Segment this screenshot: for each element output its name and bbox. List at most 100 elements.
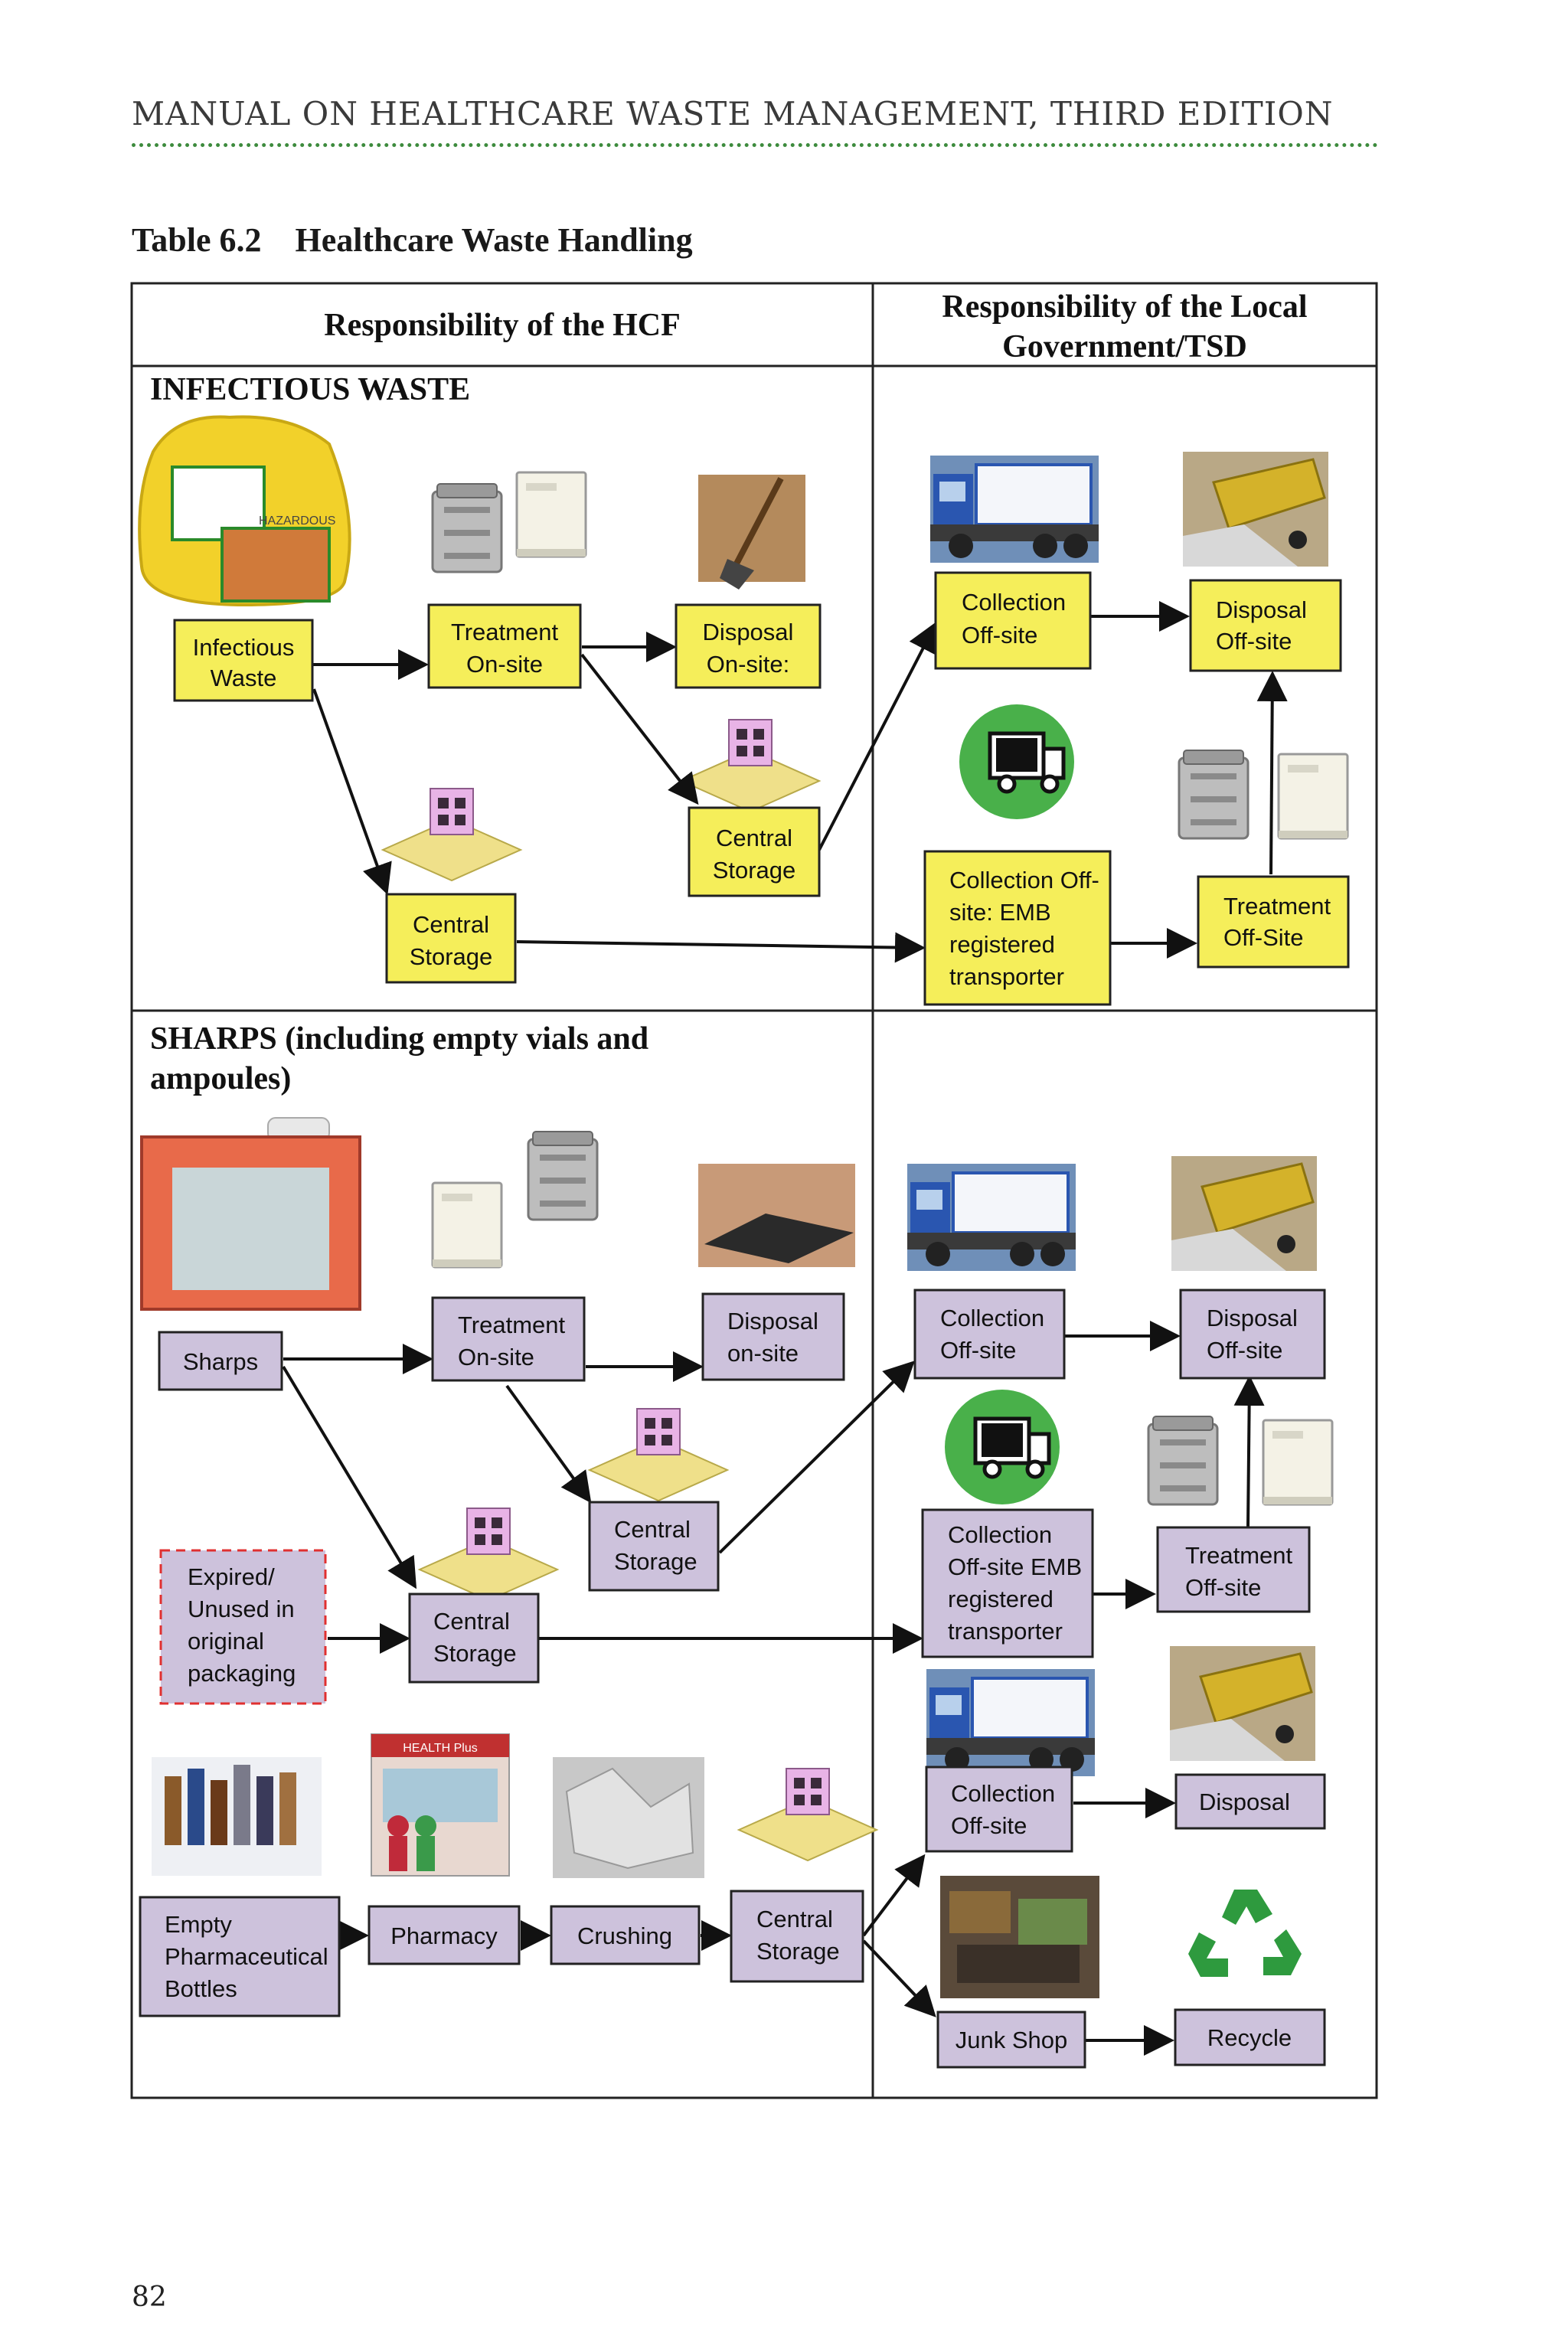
svg-text:Storage: Storage xyxy=(614,1548,697,1575)
box-collection-offsite: Collection Off-site xyxy=(913,1289,1066,1380)
dump-truck-image xyxy=(1181,450,1330,568)
box-collection-offsite: Collection Off-site xyxy=(925,1766,1073,1853)
svg-text:site: EMB: site: EMB xyxy=(949,899,1051,926)
svg-text:Collection Off-: Collection Off- xyxy=(949,867,1099,893)
col-header-hcf: Responsibility of the HCF xyxy=(324,308,681,343)
box-central-storage: Central Storage xyxy=(730,1890,864,1983)
svg-text:Central: Central xyxy=(614,1516,691,1543)
table-title: Table 6.2 Healthcare Waste Handling xyxy=(132,221,693,259)
svg-text:Treatment: Treatment xyxy=(458,1312,566,1338)
svg-text:Storage: Storage xyxy=(756,1938,840,1965)
autoclave-image xyxy=(1147,1415,1219,1506)
box-central-storage: Central Storage xyxy=(385,893,517,984)
box-recycle: Recycle xyxy=(1174,2008,1326,2066)
svg-text:On-site: On-site xyxy=(466,651,543,678)
microwave-image xyxy=(1277,753,1349,840)
microwave-image xyxy=(431,1181,503,1269)
svg-text:On-site:: On-site: xyxy=(707,651,790,678)
microwave-image xyxy=(515,471,587,558)
svg-text:On-site: On-site xyxy=(458,1344,534,1370)
box-treatment-offsite: Treatment Off-Site xyxy=(1197,875,1350,969)
svg-text:Crushing: Crushing xyxy=(577,1922,672,1949)
sharps-container-image xyxy=(140,1117,361,1311)
box-disposal-offsite: Disposal Off-site xyxy=(1179,1289,1326,1380)
pharmacy-sign: HEALTH Plus xyxy=(403,1742,478,1755)
box-collection-offsite: Collection Off-site xyxy=(934,571,1092,670)
svg-text:Sharps: Sharps xyxy=(183,1348,258,1375)
sharps-section-title-line2: ampoules) xyxy=(150,1061,291,1096)
svg-text:Infectious: Infectious xyxy=(193,634,295,661)
svg-text:Off-site: Off-site xyxy=(951,1812,1027,1839)
box-empty-pharmaceutical-bottles: Empty Pharmaceutical Bottles xyxy=(139,1896,341,2017)
svg-text:Off-Site: Off-Site xyxy=(1223,924,1304,951)
svg-text:Disposal: Disposal xyxy=(1199,1788,1290,1815)
svg-text:on-site: on-site xyxy=(727,1340,799,1367)
digging-image xyxy=(698,475,805,590)
box-treatment-onsite: Treatment On-site xyxy=(431,1296,586,1382)
running-header: MANUAL ON HEALTHCARE WASTE MANAGEMENT, T… xyxy=(132,95,1378,147)
box-pharmacy: Pharmacy xyxy=(368,1905,521,1965)
svg-text:Disposal: Disposal xyxy=(703,619,794,645)
svg-text:Off-site: Off-site xyxy=(940,1337,1016,1364)
col-header-lgu-line2: Government/TSD xyxy=(1002,329,1247,364)
svg-text:Collection: Collection xyxy=(951,1780,1055,1807)
svg-text:transporter: transporter xyxy=(949,963,1064,990)
box-junk-shop: Junk Shop xyxy=(936,2011,1086,2069)
crushed-glass-image xyxy=(553,1757,704,1878)
box-collection-emb: Collection Off-site EMB registered trans… xyxy=(921,1508,1094,1658)
vials-image xyxy=(152,1757,322,1876)
svg-text:Recycle: Recycle xyxy=(1207,2024,1292,2051)
pharmacy-image: HEALTH Plus xyxy=(371,1733,510,1877)
svg-text:registered: registered xyxy=(948,1586,1054,1612)
svg-text:Collection: Collection xyxy=(940,1305,1044,1331)
svg-text:Collection: Collection xyxy=(948,1521,1052,1548)
box-central-storage: Central Storage xyxy=(408,1592,540,1684)
box-disposal-onsite: Disposal on-site xyxy=(701,1292,845,1381)
box-sharps: Sharps xyxy=(158,1331,283,1391)
svg-text:Off-site: Off-site xyxy=(962,622,1037,648)
svg-text:Off-site: Off-site xyxy=(1207,1337,1282,1364)
junk-shop-image xyxy=(940,1876,1099,1998)
svg-text:Unused in: Unused in xyxy=(188,1596,295,1622)
svg-text:original: original xyxy=(188,1628,264,1655)
box-treatment-onsite: Treatment On-site xyxy=(427,603,582,689)
box-disposal-onsite: Disposal On-site: xyxy=(675,603,822,689)
svg-text:Central: Central xyxy=(756,1906,833,1932)
box-disposal: Disposal xyxy=(1174,1773,1326,1830)
recycle-icon xyxy=(1188,1890,1302,1977)
svg-text:Treatment: Treatment xyxy=(1185,1542,1293,1569)
svg-text:packaging: packaging xyxy=(188,1660,296,1687)
svg-text:Treatment: Treatment xyxy=(451,619,559,645)
svg-text:Off-site: Off-site xyxy=(1216,628,1292,655)
svg-text:Collection: Collection xyxy=(962,589,1066,616)
autoclave-image xyxy=(431,482,503,573)
pit-image xyxy=(698,1164,855,1267)
svg-text:Expired/: Expired/ xyxy=(188,1563,275,1590)
box-infectious-waste: Infectious Waste xyxy=(173,619,314,702)
svg-text:Central: Central xyxy=(433,1608,510,1635)
garbage-truck-icon xyxy=(945,1390,1060,1504)
autoclave-image xyxy=(1178,749,1250,840)
collection-truck-image xyxy=(929,454,1100,564)
svg-text:Pharmaceutical: Pharmaceutical xyxy=(165,1943,328,1970)
svg-text:registered: registered xyxy=(949,931,1055,958)
autoclave-image xyxy=(527,1130,599,1221)
box-central-storage: Central Storage xyxy=(588,1501,720,1592)
central-storage-icon xyxy=(419,1508,558,1601)
svg-text:Off-site EMB: Off-site EMB xyxy=(948,1553,1082,1580)
box-collection-emb: Collection Off- site: EMB registered tra… xyxy=(923,850,1112,1006)
svg-text:Storage: Storage xyxy=(410,943,493,970)
svg-text:Storage: Storage xyxy=(433,1640,517,1667)
svg-text:Treatment: Treatment xyxy=(1223,893,1331,920)
svg-text:Waste: Waste xyxy=(211,665,277,691)
svg-text:Empty: Empty xyxy=(165,1911,232,1938)
svg-text:Disposal: Disposal xyxy=(727,1308,818,1334)
central-storage-icon xyxy=(738,1768,877,1861)
microwave-image xyxy=(1262,1419,1334,1506)
garbage-truck-icon xyxy=(959,704,1074,819)
box-disposal-offsite: Disposal Off-site xyxy=(1189,579,1342,672)
collection-truck-image xyxy=(925,1668,1096,1778)
sharps-section-title-line1: SHARPS (including empty vials and xyxy=(150,1021,648,1057)
svg-text:Disposal: Disposal xyxy=(1207,1305,1298,1331)
svg-text:Pharmacy: Pharmacy xyxy=(390,1922,498,1949)
